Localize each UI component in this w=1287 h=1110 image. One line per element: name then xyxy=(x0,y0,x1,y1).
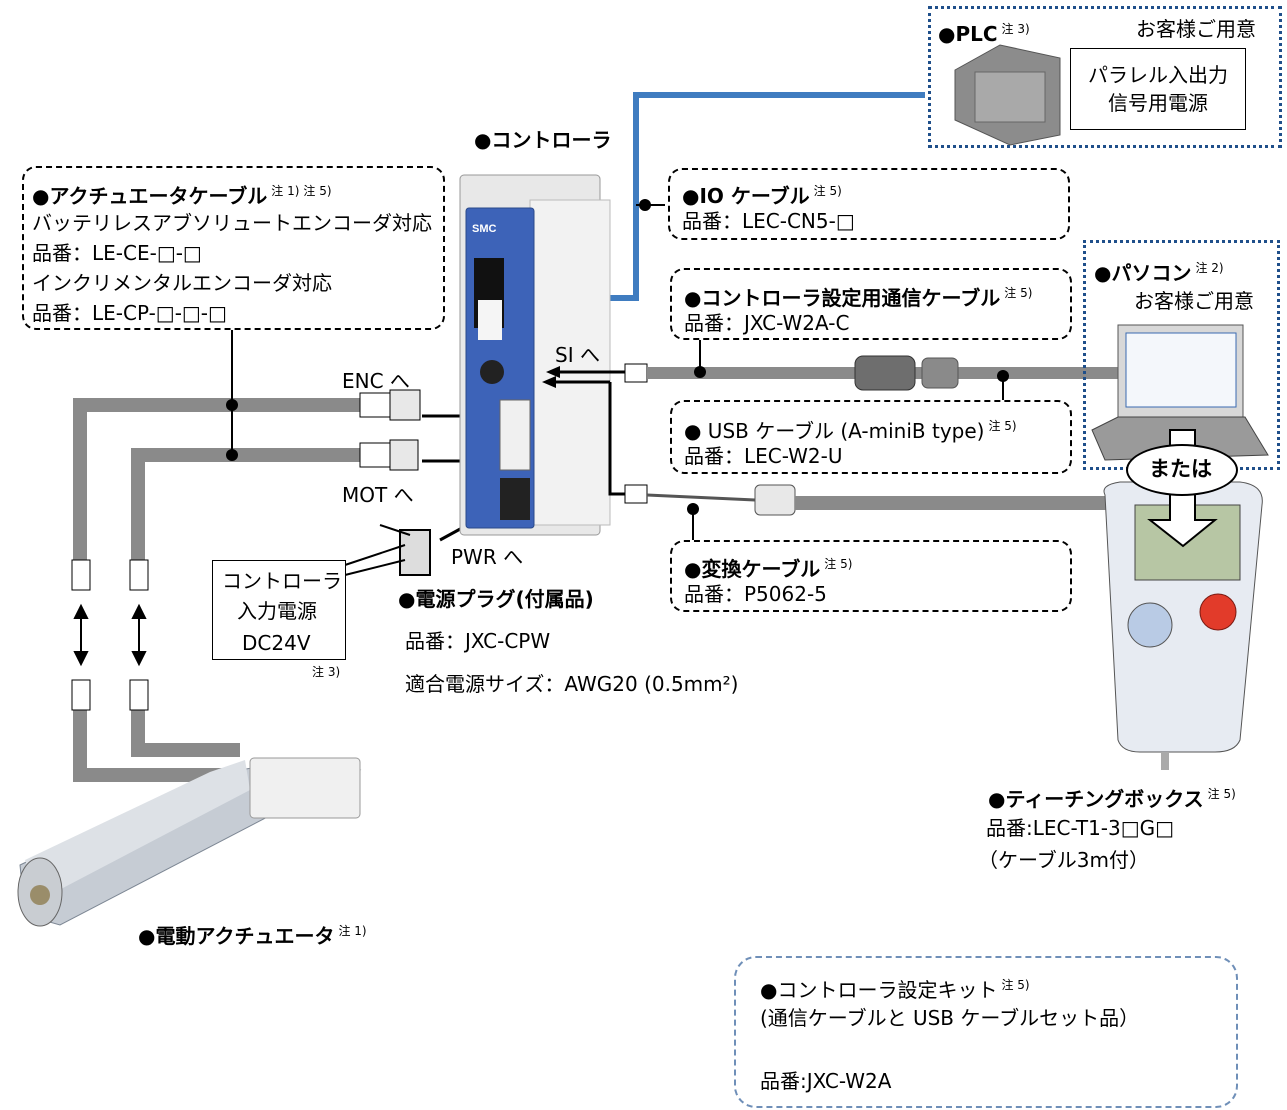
port-mot: MOT へ xyxy=(342,483,414,507)
plc-box xyxy=(928,6,1282,148)
conversion-cable xyxy=(624,484,1110,516)
enc-sleeve-bottom xyxy=(71,679,91,711)
mot-sleeve-bottom xyxy=(129,679,149,711)
power-input-line3: DC24V xyxy=(242,631,311,655)
usb-cable-box xyxy=(670,400,1072,474)
port-si: SI へ xyxy=(555,343,600,367)
comm-cable-box xyxy=(670,268,1072,340)
usb-cable-title: ● USB ケーブル (A-miniB type)注 5) xyxy=(684,419,1017,443)
io-cable-part: 品番：LEC-CN5-□ xyxy=(682,209,855,233)
si-arrowhead xyxy=(546,366,560,378)
actuator-cable-title: ●アクチュエータケーブル注 1)注 5) xyxy=(32,184,332,208)
usb-cable-part: 品番：LEC-W2-U xyxy=(684,444,843,468)
plc-supply: お客様ご用意 xyxy=(1136,17,1256,41)
actuator-cable-line2: 品番：LE-CE-□-□ xyxy=(32,241,202,265)
leader-dot xyxy=(226,449,238,461)
si-arrow xyxy=(555,370,625,496)
kit-line1: (通信ケーブルと USB ケーブルセット品） xyxy=(760,1006,1140,1030)
pc-supply: お客様ご用意 xyxy=(1134,289,1254,313)
plc-image xyxy=(954,44,1061,146)
enc-cable xyxy=(73,398,380,560)
kit-title: ●コントローラ設定キット注 5) xyxy=(760,978,1030,1002)
io-dot xyxy=(639,199,651,211)
comm-cable-title: ●コントローラ設定用通信ケーブル注 5) xyxy=(684,286,1033,310)
enc-sleeve-top xyxy=(71,559,91,591)
power-plug-size: 適合電源サイズ：AWG20 (0.5mm²) xyxy=(405,672,739,696)
or-badge xyxy=(1126,444,1238,496)
mot-cable xyxy=(131,448,380,560)
actuator-image xyxy=(17,757,362,927)
actuator-title: ●電動アクチュエータ注 1) xyxy=(138,924,367,948)
enc-cable-lower xyxy=(73,710,230,782)
comm-cable-part: 品番：JXC-W2A-C xyxy=(684,311,850,335)
mot-sleeve-top xyxy=(129,559,149,591)
power-input-line2: 入力電源 xyxy=(237,599,317,623)
plc-psu-line1: パラレル入出力 xyxy=(1088,63,1228,87)
leader-dot xyxy=(226,399,238,411)
teaching-box-title: ●ティーチングボックス注 5) xyxy=(988,787,1236,811)
teaching-box-part: 品番:LEC-T1-3□G□ xyxy=(986,816,1175,840)
conv-cable-box xyxy=(670,540,1072,612)
kit-box xyxy=(734,956,1238,1108)
or-label: または xyxy=(1149,457,1212,481)
port-enc: ENC へ xyxy=(342,369,410,393)
actuator-cable-line1: バッテリレスアブソリュートエンコーダ対応 xyxy=(32,211,432,235)
si-arrowhead xyxy=(542,376,556,388)
power-input-box xyxy=(212,560,346,660)
power-plug-title: ●電源プラグ(付属品) xyxy=(398,587,594,611)
power-plug-part: 品番：JXC-CPW xyxy=(405,629,551,653)
controller-title: ●コントローラ xyxy=(474,128,612,152)
comm-cable xyxy=(624,355,1125,391)
laptop-image xyxy=(1091,324,1269,461)
actuator-cable-line3: インクリメンタルエンコーダ対応 xyxy=(32,271,332,295)
kit-part: 品番:JXC-W2A xyxy=(760,1069,892,1093)
pc-title: ●パソコン注 2) xyxy=(1094,261,1224,285)
teaching-box-cable: （ケーブル3m付） xyxy=(978,848,1150,872)
power-input-note: 注 3) xyxy=(312,665,341,679)
actuator-cable-box xyxy=(22,166,445,330)
controller-body: SMC xyxy=(459,174,611,536)
actuator-cable-line4: 品番：LE-CP-□-□-□ xyxy=(32,301,227,325)
io-cable-title: ●IO ケーブル注 5) xyxy=(682,184,842,208)
enc-connector xyxy=(359,389,421,421)
io-cable-box xyxy=(668,168,1070,240)
svg-text:SMC: SMC xyxy=(472,223,497,235)
power-plug xyxy=(344,524,431,576)
mot-connector xyxy=(359,439,419,471)
power-input-line1: コントローラ xyxy=(222,569,342,593)
mot-cable-lower xyxy=(131,710,240,757)
port-pwr: PWR へ xyxy=(451,545,524,569)
conv-cable-part: 品番：P5062-5 xyxy=(684,582,827,606)
plc-psu-box xyxy=(1070,48,1246,130)
mot-double-arrow xyxy=(131,603,147,667)
conv-cable-title: ●変換ケーブル注 5) xyxy=(684,557,853,581)
enc-double-arrow xyxy=(73,603,89,667)
plc-psu-line2: 信号用電源 xyxy=(1108,91,1208,115)
